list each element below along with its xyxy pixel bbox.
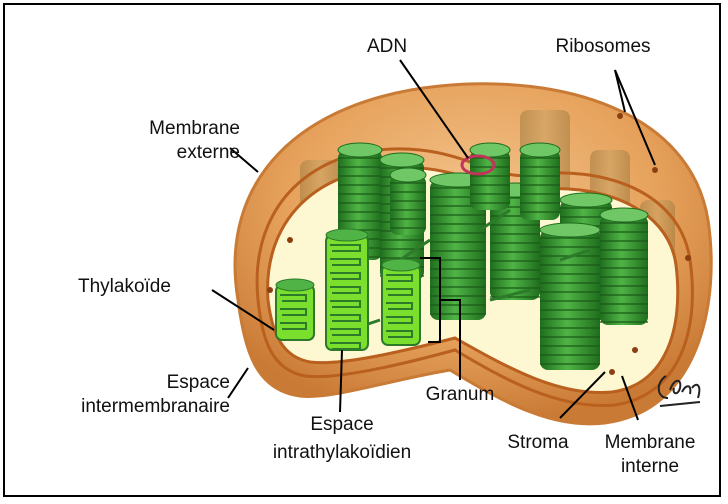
artist-signature [652, 368, 706, 412]
label-espace-inter-2: intermembranaire [40, 396, 230, 418]
label-espace-intra-1: Espace [262, 414, 422, 436]
label-ribosomes: Ribosomes [548, 36, 658, 58]
granum-stack [600, 208, 648, 325]
label-espace-intra-2: intrathylakoïdien [242, 442, 442, 464]
granum-stack [520, 143, 560, 220]
label-stroma: Stroma [488, 432, 588, 454]
label-membrane-externe-1: Membrane [100, 118, 240, 140]
granum-stack [390, 168, 426, 235]
label-membrane-externe-2: externe [100, 142, 240, 164]
label-adn: ADN [352, 36, 422, 58]
thylakoid-stack-cut [276, 279, 314, 340]
label-granum: Granum [405, 384, 515, 406]
label-membrane-interne-1: Membrane [590, 432, 710, 454]
granum-stack [540, 223, 600, 370]
thylakoid-stack-cut [326, 229, 368, 350]
label-thylakoide: Thylakoïde [78, 276, 171, 298]
granum-stack [470, 143, 510, 210]
label-membrane-interne-2: interne [590, 456, 710, 478]
thylakoid-stack-cut [382, 259, 420, 345]
label-espace-inter-1: Espace [40, 372, 230, 394]
